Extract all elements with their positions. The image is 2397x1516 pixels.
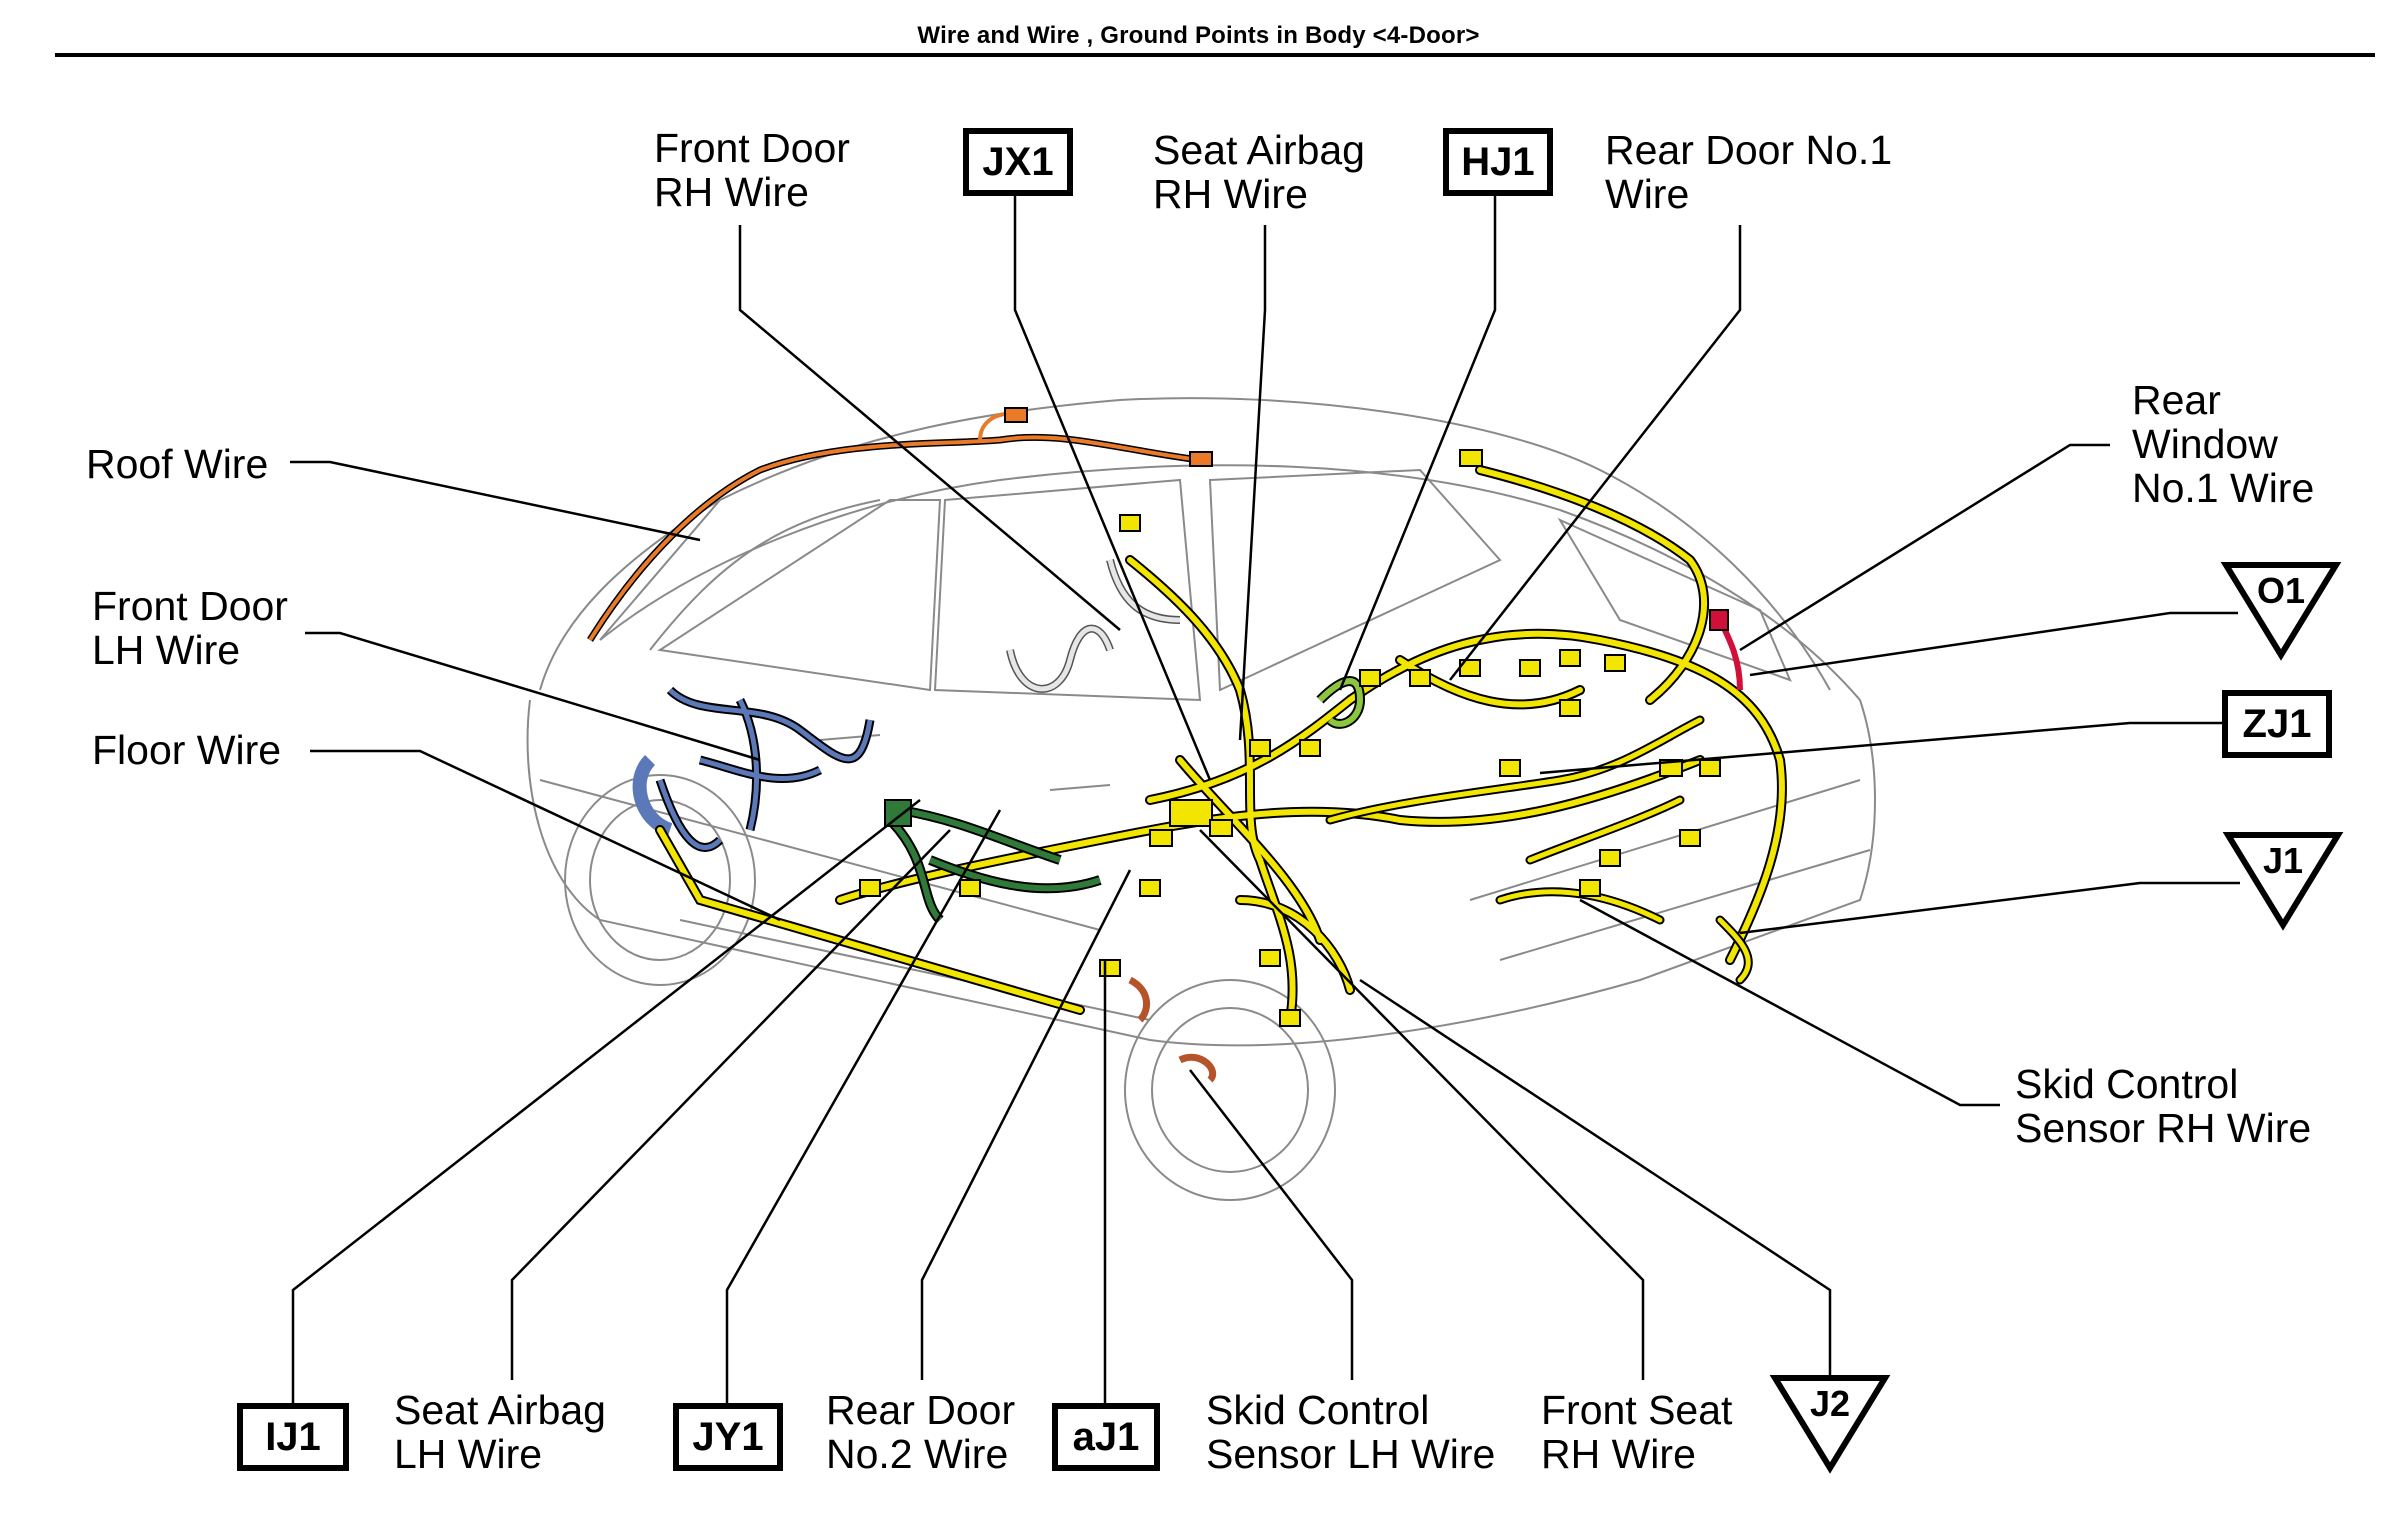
ground-o1-triangle xyxy=(2220,562,2342,661)
front-door-lh-wire-harness xyxy=(632,686,875,852)
ground-j1-triangle xyxy=(2222,832,2344,931)
label-floor-wire: Floor Wire xyxy=(92,727,282,773)
page-title: Wire and Wire , Ground Points in Body <4… xyxy=(917,22,1480,49)
label-front-seat-rh: Front Seat RH Wire xyxy=(1541,1387,1733,1477)
label-seat-airbag-lh: Seat Airbag LH Wire xyxy=(394,1387,606,1477)
vehicle-body-outline xyxy=(526,397,1876,1201)
connector-jx1-box: JX1 xyxy=(963,128,1073,196)
ground-o1-label: O1 xyxy=(2256,570,2306,611)
seat-airbag-rh-harness xyxy=(1316,676,1366,729)
connector-zj1-box: ZJ1 xyxy=(2222,690,2332,758)
label-skid-control-lh: Skid Control Sensor LH Wire xyxy=(1206,1387,1496,1477)
label-roof-wire: Roof Wire xyxy=(86,441,269,487)
label-skid-control-rh: Skid Control Sensor RH Wire xyxy=(2015,1061,2312,1151)
floor-wire-harness xyxy=(884,799,1102,924)
label-seat-airbag-rh: Seat Airbag RH Wire xyxy=(1153,127,1365,217)
ground-j1-label: J1 xyxy=(2262,840,2304,881)
ground-j2-label: J2 xyxy=(1809,1383,1851,1424)
front-door-rh-harness xyxy=(1006,559,1181,693)
roof-wire-harness xyxy=(587,407,1213,642)
ground-triangles xyxy=(1769,562,2344,1474)
skid-control-lh-harness xyxy=(1128,976,1217,1083)
connector-jy1-box: JY1 xyxy=(673,1403,783,1471)
leader-lines xyxy=(290,190,2240,1405)
connector-ij1-box: IJ1 xyxy=(237,1403,349,1471)
title-rule xyxy=(55,53,2375,57)
label-front-door-rh: Front Door RH Wire xyxy=(654,125,850,215)
label-front-door-lh: Front Door LH Wire xyxy=(92,583,288,673)
label-rear-door-no2: Rear Door No.2 Wire xyxy=(826,1387,1016,1477)
connector-aj1-box: aJ1 xyxy=(1052,1403,1160,1471)
label-rear-window-no1: Rear Window No.1 Wire xyxy=(2132,377,2315,511)
main-body-harness xyxy=(655,465,1787,1025)
harness-connectors xyxy=(859,449,1721,1027)
label-rear-door-no1: Rear Door No.1 Wire xyxy=(1605,127,1893,217)
ground-j2-triangle xyxy=(1769,1375,1891,1474)
connector-hj1-box: HJ1 xyxy=(1443,128,1553,196)
rear-window-no1-harness xyxy=(1709,609,1743,691)
